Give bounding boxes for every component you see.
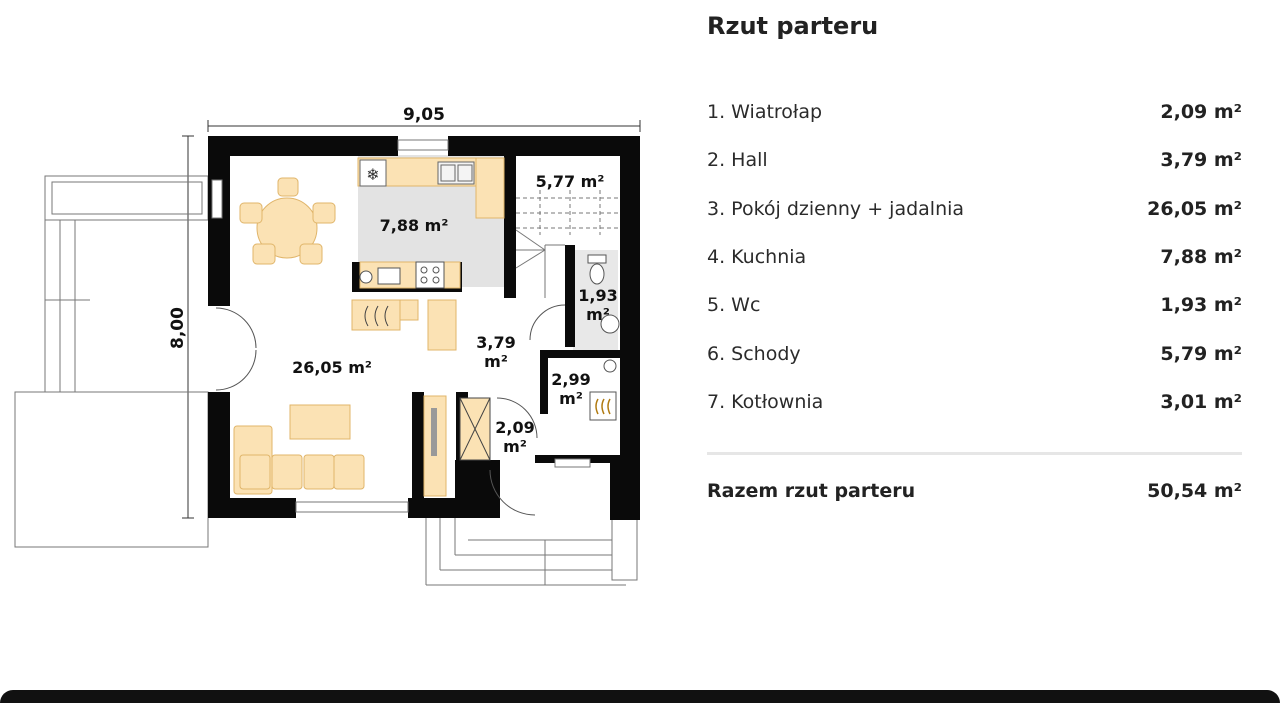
dining-table: [239, 177, 336, 265]
room-name: 3. Pokój dzienny + jadalnia: [707, 198, 965, 220]
terrace-left: [14, 175, 209, 548]
room-name: 5. Wc: [707, 294, 761, 316]
living-room-label: 26,05 m²: [292, 358, 372, 377]
windows: [211, 139, 591, 513]
room-area: 1,93 m²: [1160, 294, 1242, 316]
wc-label-value: 1,93: [578, 286, 617, 305]
boiler-icon: [589, 359, 617, 421]
room-area: 7,88 m²: [1160, 246, 1242, 268]
wardrobe: [459, 397, 491, 461]
room-row: 5. Wc 1,93 m²: [707, 290, 1242, 320]
vestibule-label-value: 2,09: [495, 418, 534, 437]
room-area: 2,09 m²: [1160, 101, 1242, 123]
fridge-icon: ❄: [359, 159, 387, 187]
room-area: 26,05 m²: [1147, 198, 1242, 220]
doors: [214, 304, 566, 516]
room-name: 4. Kuchnia: [707, 246, 807, 268]
room-row: 6. Schody 5,79 m²: [707, 339, 1242, 369]
room-name: 2. Hall: [707, 149, 768, 171]
total-area: 50,54 m²: [1147, 480, 1242, 502]
room-area: 3,01 m²: [1160, 391, 1242, 413]
room-row: 3. Pokój dzienny + jadalnia 26,05 m²: [707, 194, 1242, 224]
tv-cabinet: [423, 395, 447, 497]
stair-flight: [515, 229, 565, 298]
room-name: 1. Wiatrołap: [707, 101, 823, 123]
room-summary-panel: Rzut parteru 1. Wiatrołap 2,09 m² 2. Hal…: [707, 0, 1242, 703]
terrace-bottom: [425, 517, 638, 586]
room-row: 7. Kotłownia 3,01 m²: [707, 387, 1242, 417]
room-row: 1. Wiatrołap 2,09 m²: [707, 97, 1242, 127]
floor-plan-drawing: 9,05 8,00: [14, 105, 641, 586]
room-name: 6. Schody: [707, 343, 801, 365]
staircase: [516, 190, 620, 235]
floor-plan: 9,05 8,00: [14, 105, 641, 586]
wc-label-unit: m²: [586, 305, 610, 324]
total-row: Razem rzut parteru 50,54 m²: [707, 476, 1242, 506]
hall-label-unit: m²: [484, 352, 508, 371]
sofa: [233, 404, 365, 495]
panel-title: Rzut parteru: [707, 12, 879, 40]
washbasin-icon: [600, 314, 620, 334]
width-dimension: 9,05: [207, 105, 641, 132]
toilet-icon: [587, 254, 607, 285]
oven-icon: [359, 267, 401, 285]
height-dimension-label: 8,00: [168, 307, 188, 349]
room-row: 2. Hall 3,79 m²: [707, 145, 1242, 175]
svg-text:❄: ❄: [366, 165, 379, 184]
stairs-label: 5,77 m²: [536, 172, 605, 191]
room-area: 3,79 m²: [1160, 149, 1242, 171]
vestibule-label-unit: m²: [503, 437, 527, 456]
room-row: 4. Kuchnia 7,88 m²: [707, 242, 1242, 272]
room-area: 5,79 m²: [1160, 343, 1242, 365]
sink-icon: [437, 161, 475, 185]
room-name: 7. Kotłownia: [707, 391, 824, 413]
fireplace: [351, 299, 457, 351]
cooktop-icon: [415, 261, 445, 289]
walls: [208, 136, 640, 520]
boiler-label-unit: m²: [559, 389, 583, 408]
kitchen-label: 7,88 m²: [380, 216, 449, 235]
height-dimension: 8,00: [168, 135, 194, 519]
width-dimension-label: 9,05: [403, 105, 445, 125]
divider: [707, 452, 1242, 455]
boiler-label-value: 2,99: [551, 370, 590, 389]
hall-label-value: 3,79: [476, 333, 515, 352]
bottom-edge-bar: [0, 690, 1280, 703]
total-label: Razem rzut parteru: [707, 480, 916, 502]
